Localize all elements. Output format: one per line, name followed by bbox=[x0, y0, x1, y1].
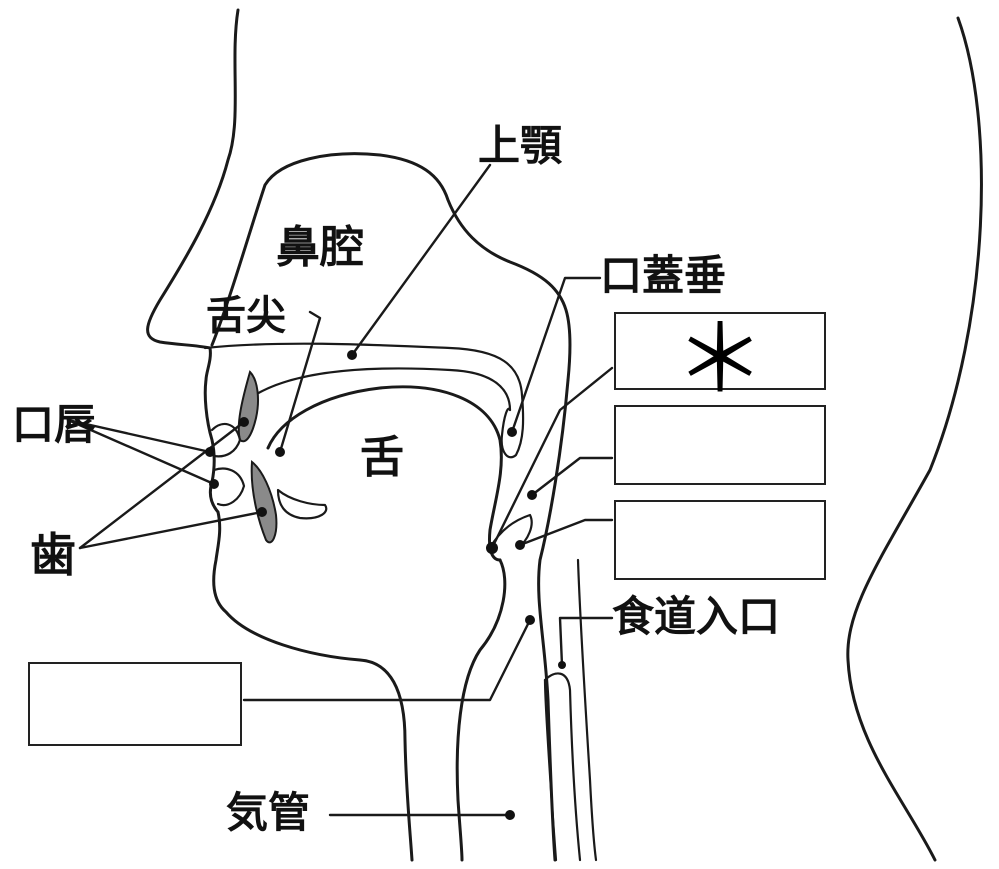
asterisk-mark: ＊ bbox=[673, 306, 766, 413]
answer-box-1[interactable]: ＊ bbox=[614, 312, 826, 406]
answer-box-3[interactable] bbox=[614, 500, 826, 580]
esophagus-wall-outer bbox=[576, 558, 598, 862]
label-teeth: 歯 bbox=[30, 528, 76, 582]
dot-tooth-upper bbox=[239, 417, 249, 427]
leader-teeth-upper bbox=[78, 420, 246, 550]
face-profile-outline bbox=[146, 8, 414, 862]
answer-box-2[interactable] bbox=[614, 405, 826, 485]
leader-box3 bbox=[518, 518, 614, 547]
dot-tooth-lower bbox=[257, 507, 267, 517]
dot-uvula bbox=[507, 427, 517, 437]
dot-trachea bbox=[505, 810, 515, 820]
label-lips: 口唇 bbox=[12, 400, 97, 449]
hard-palate-lower bbox=[253, 367, 512, 412]
label-nasal-cavity: 鼻腔 bbox=[276, 222, 364, 273]
dot-esophagus-entrance bbox=[558, 661, 566, 669]
soft-palate bbox=[500, 393, 525, 459]
dot-box3 bbox=[515, 540, 525, 550]
leader-tongue-tip bbox=[278, 310, 322, 454]
label-tongue-tip: 舌尖 bbox=[206, 293, 286, 339]
dot-lip-upper bbox=[205, 447, 215, 457]
esophagus-back bbox=[543, 672, 582, 862]
leader-box2 bbox=[530, 456, 614, 497]
dot-upper-jaw bbox=[347, 350, 357, 360]
label-uvula: 口蓋垂 bbox=[600, 251, 727, 300]
lower-lip bbox=[212, 467, 246, 507]
pharynx-back-wall bbox=[537, 378, 570, 862]
dot-lip-lower bbox=[209, 479, 219, 489]
lower-tooth bbox=[250, 460, 278, 544]
leader-box1 bbox=[490, 366, 614, 550]
leader-uvula bbox=[510, 276, 602, 434]
leader-box4 bbox=[242, 618, 532, 702]
dot-tongue-tip bbox=[275, 447, 285, 457]
back-of-head-outline bbox=[846, 16, 983, 862]
leader-lips-upper bbox=[66, 418, 212, 454]
upper-tooth bbox=[237, 370, 259, 443]
dot-box2 bbox=[527, 490, 537, 500]
leader-upper-jaw bbox=[350, 163, 492, 357]
dot-box4 bbox=[525, 615, 535, 625]
esophagus-front bbox=[543, 678, 558, 862]
nasal-cavity-outline bbox=[210, 152, 572, 382]
label-upper-jaw: 上顎 bbox=[478, 121, 563, 170]
larynx-front-wall bbox=[455, 558, 507, 862]
leader-lips-lower bbox=[66, 418, 216, 486]
answer-box-4[interactable] bbox=[28, 662, 242, 746]
label-trachea: 気管 bbox=[226, 788, 311, 837]
label-tongue: 舌 bbox=[360, 432, 404, 483]
label-esophagus-entrance: 食道入口 bbox=[612, 592, 781, 641]
tongue-surface bbox=[266, 385, 503, 562]
dot-box1 bbox=[486, 542, 498, 554]
hard-palate-upper bbox=[203, 342, 524, 397]
tongue-underside bbox=[276, 488, 328, 520]
leader-esophagus-entrance bbox=[558, 616, 614, 667]
upper-lip bbox=[210, 422, 242, 458]
leader-teeth-lower bbox=[78, 510, 264, 550]
